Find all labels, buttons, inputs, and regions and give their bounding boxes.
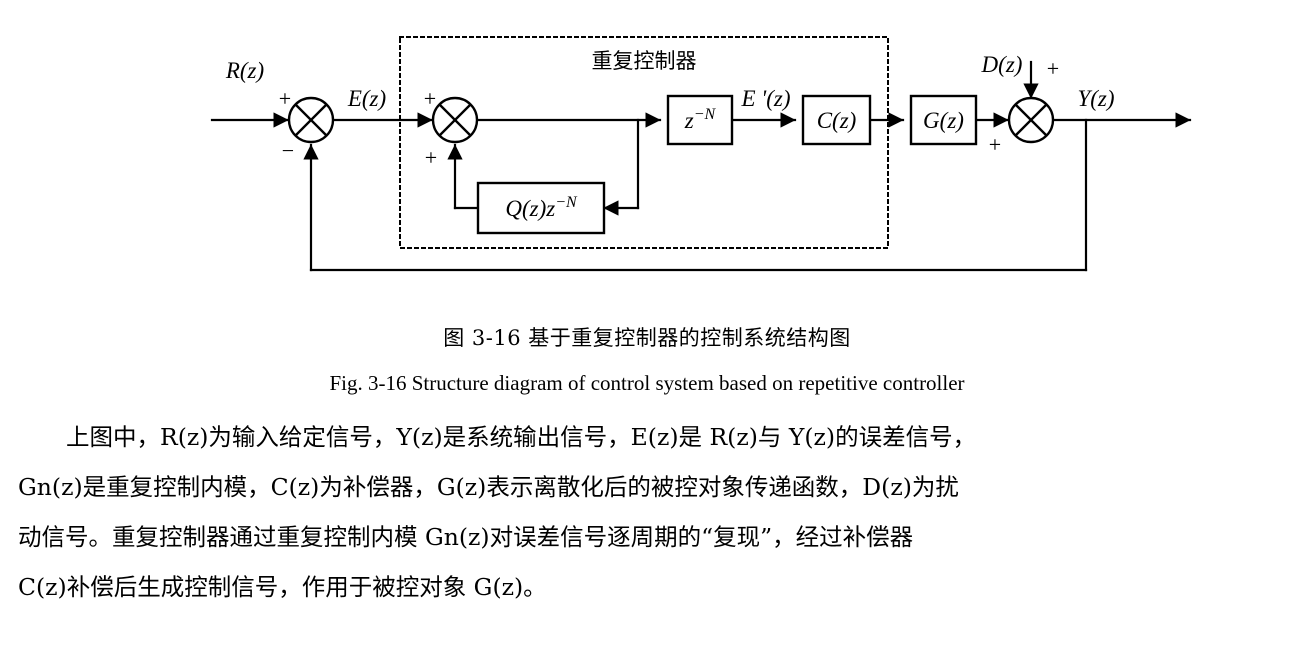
block-delay-label: z−N (684, 106, 717, 133)
label-error-prime-signal: E '(z) (741, 86, 791, 111)
body-line-4: C(z)补偿后生成控制信号，作用于被控对象 G(z)。 (18, 573, 547, 601)
label-error-signal: E(z) (347, 86, 386, 111)
sign-sum2-plus-top: + (424, 86, 436, 111)
summing-junction-inner (431, 96, 479, 144)
figure-caption-english: Fig. 3-16 Structure diagram of control s… (0, 371, 1294, 396)
body-line-3: 动信号。重复控制器通过重复控制内模 Gn(z)对误差信号逐周期的“复现”，经过补… (18, 523, 914, 551)
body-line-2: Gn(z)是重复控制内模，C(z)为补偿器，G(z)表示离散化后的被控对象传递函… (18, 473, 959, 501)
label-output-signal: Y(z) (1077, 86, 1114, 111)
block-compensator (801, 94, 872, 146)
label-disturbance-signal: D(z) (981, 52, 1023, 77)
block-delay (666, 94, 734, 146)
figure-caption-chinese: 图 3-16 基于重复控制器的控制系统结构图 (0, 322, 1294, 352)
body-paragraph: 上图中，R(z)为输入给定信号，Y(z)是系统输出信号，E(z)是 R(z)与 … (18, 412, 1276, 612)
block-diagram-figure: z−N C(z) G(z) Q(z)z−N R(z) E(z) E '(z) D… (0, 0, 1294, 300)
block-diagram-svg: z−N C(z) G(z) Q(z)z−N R(z) E(z) E '(z) D… (210, 36, 1192, 272)
sign-sum3-plus-bottom: + (989, 132, 1001, 157)
sign-sum1-plus: + (279, 86, 291, 111)
label-repetitive-controller: 重复控制器 (592, 49, 697, 73)
label-reference-signal: R(z) (225, 58, 264, 83)
sign-sum1-minus: − (282, 138, 294, 163)
summing-junction-disturbance (1007, 96, 1055, 144)
figure-caption-english-text: Fig. 3-16 Structure diagram of control s… (329, 371, 965, 395)
block-compensator-label: C(z) (817, 108, 857, 133)
block-plant (909, 94, 978, 146)
sign-sum2-plus-bottom: + (425, 145, 437, 170)
body-line-1: 上图中，R(z)为输入给定信号，Y(z)是系统输出信号，E(z)是 R(z)与 … (66, 423, 977, 451)
block-plant-label: G(z) (923, 108, 964, 133)
block-internal-model (476, 181, 606, 235)
summing-junction-error (287, 96, 335, 144)
figure-caption-chinese-text: 图 3-16 基于重复控制器的控制系统结构图 (443, 326, 851, 350)
sign-sum3-plus-top: + (1047, 56, 1059, 81)
block-internal-model-label: Q(z)z−N (505, 194, 578, 221)
repetitive-controller-boundary (399, 36, 889, 249)
